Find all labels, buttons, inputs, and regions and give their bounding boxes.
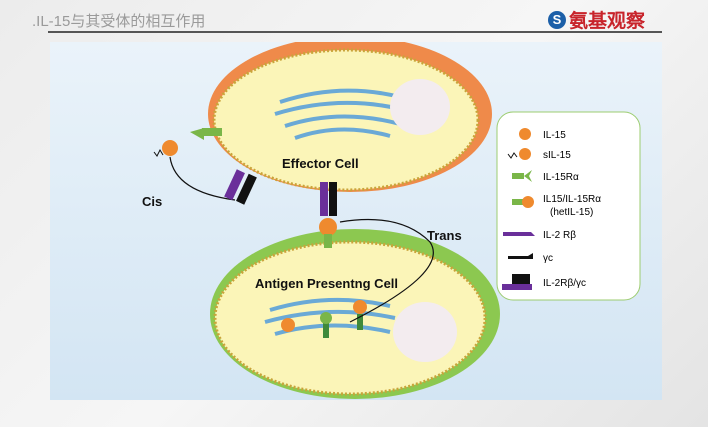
hetil15-icon [512,199,524,205]
il15ra-icon [512,173,524,179]
legend-sublabel: (hetIL-15) [550,207,593,218]
legend-label: IL-15Rα [543,172,579,183]
legend-label: IL-2 Rβ [543,230,576,241]
slide-title: .IL-15与其受体的相互作用 [32,13,206,30]
legend-label: sIL-15 [543,150,571,161]
il2rb-receptor [224,169,245,201]
cis-label: Cis [142,194,162,209]
il15ra-receptor [202,128,222,136]
effector-cell: Effector Cell [208,36,492,192]
gammac-icon [508,253,533,259]
trans-arrow [339,219,434,323]
antigen-presenting-cell: Antigen Presentng Cell [210,229,500,399]
legend-label: IL15/IL-15Rα [543,194,601,205]
diagram-panel: Effector Cell Antigen Presentng Cell Cis… [50,36,662,400]
il2rb-icon [503,232,535,236]
apc-label: Antigen Presentng Cell [255,276,398,291]
legend-label: IL-15 [543,130,566,141]
hetil15-molecule [319,218,337,236]
logo-text: 氨基观察 [569,11,646,32]
il2rb-gc-receptor [320,182,328,216]
cis-arrow [169,156,236,201]
trans-label: Trans [427,228,462,243]
sil15-molecule [162,140,178,156]
logo-icon: S [548,10,566,29]
sil15-icon [507,152,518,159]
il15-diagram: Effector Cell Antigen Presentng Cell Cis… [142,36,641,399]
il15-icon [519,128,531,140]
legend: IL-15 sIL-15 IL-15Rα IL15/IL-15Rα (hetIL… [496,111,641,301]
nucleus [393,302,457,362]
nucleus [390,79,450,135]
header-divider [48,31,662,33]
legend-label: IL-2Rβ/γc [543,278,586,289]
il2rb-gc-icon [502,284,532,290]
effector-cell-label: Effector Cell [282,156,359,171]
legend-label: γc [543,253,553,264]
